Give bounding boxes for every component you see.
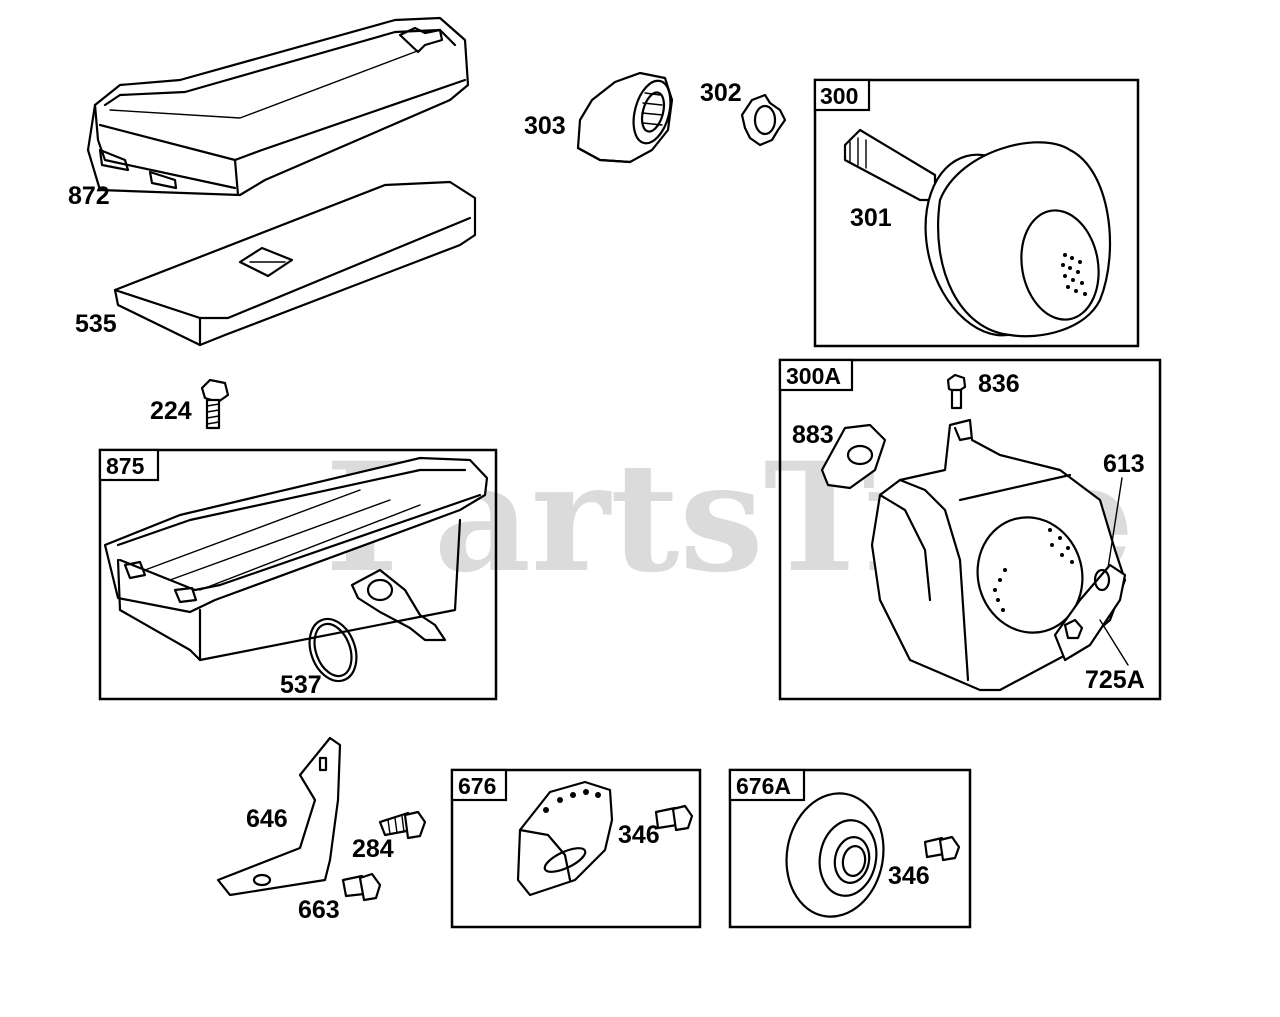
part-836-screw[interactable] [946,373,967,410]
part-301-muffler[interactable] [843,128,1112,350]
label-301: 301 [850,204,892,232]
part-224-screw[interactable] [200,378,230,430]
label-224: 224 [150,397,192,425]
part-303-elbow[interactable] [576,71,677,164]
label-613: 613 [1103,450,1145,478]
part-883-gasket[interactable] [820,423,887,490]
part-663-screw[interactable] [341,872,382,902]
part-676A-guard[interactable] [777,786,893,925]
part-284-screw[interactable] [378,810,427,840]
arrow-icon [398,26,444,54]
label-836: 836 [978,370,1020,398]
label-663: 663 [298,896,340,924]
label-537: 537 [280,671,322,699]
part-346-screw-a[interactable] [654,804,694,832]
label-725A: 725A [1085,666,1145,694]
box-875-tab [98,448,160,482]
label-646: 646 [246,805,288,833]
label-303: 303 [524,112,566,140]
part-537-gasket-ring[interactable] [301,612,364,687]
label-346-a: 346 [618,821,660,849]
box-875-label: 875 [106,453,145,479]
label-346-b: 346 [888,862,930,890]
box-676A-label: 676A [736,773,791,799]
box-875 [98,448,498,701]
box-300-label: 300 [820,83,858,109]
part-613-screw[interactable] [1063,618,1084,640]
part-300A-muffler[interactable] [870,418,1127,692]
part-875-base[interactable] [103,456,489,662]
part-302-nut[interactable] [740,93,787,147]
label-284: 284 [352,835,394,863]
label-535: 535 [75,310,117,338]
box-300-tab [813,78,871,112]
box-676-tab [450,768,508,802]
part-676-guard[interactable] [516,780,614,897]
box-676A-tab [728,768,806,802]
part-646-bracket[interactable] [216,736,342,897]
box-300A [778,358,1162,701]
box-676 [450,768,702,929]
part-872-cover[interactable] [86,16,470,197]
label-883: 883 [792,421,834,449]
box-676A [728,768,972,929]
label-302: 302 [700,79,742,107]
box-300A-label: 300A [786,363,841,389]
box-676-label: 676 [458,773,496,799]
box-300 [813,78,1140,348]
label-872: 872 [68,182,110,210]
brand-diamond-icon [238,246,294,278]
part-346-screw-b[interactable] [923,835,961,862]
part-535-filter[interactable] [113,180,477,347]
box-300A-tab [778,358,854,392]
